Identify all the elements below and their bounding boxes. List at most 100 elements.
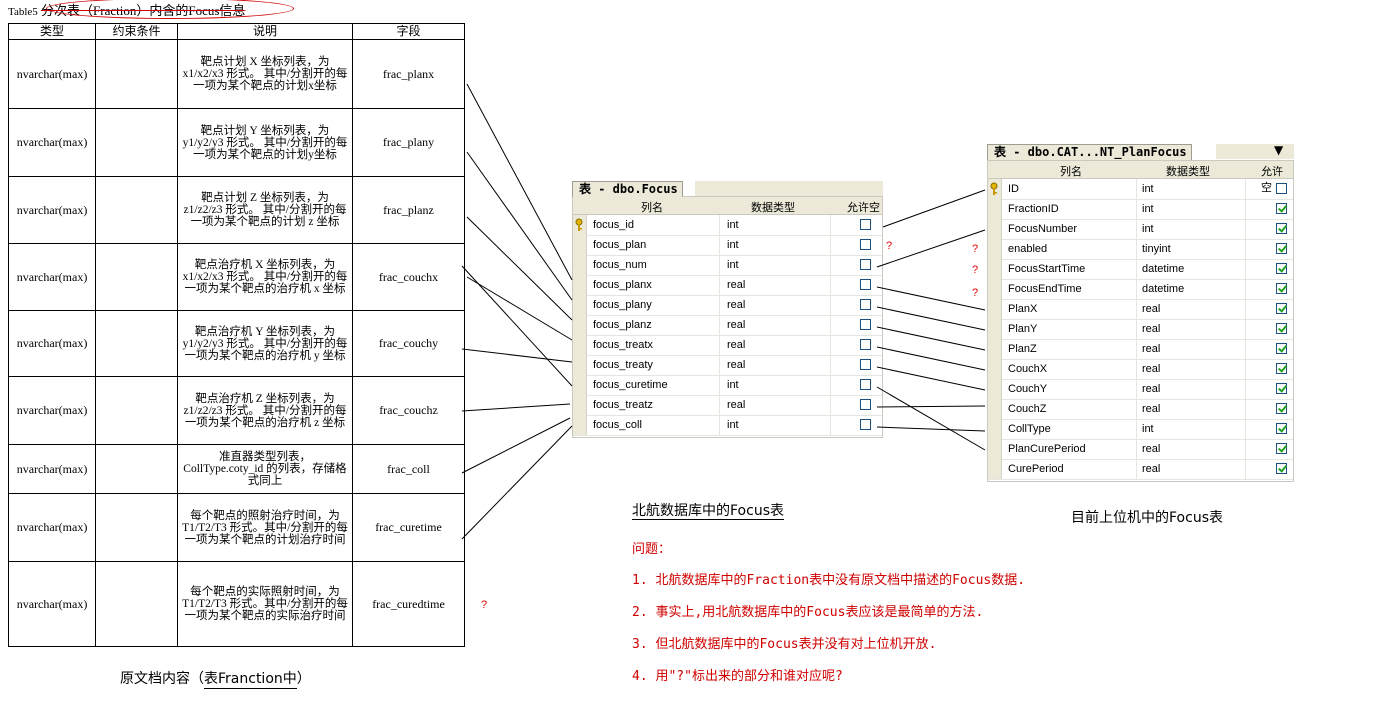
dropdown-arrow-icon[interactable]: ▼	[1274, 143, 1284, 157]
column-name[interactable]: focus_treaty	[593, 359, 653, 371]
column-name[interactable]: CouchZ	[1008, 403, 1047, 415]
column-row[interactable]: focus_coll int	[573, 415, 882, 436]
row-selector[interactable]	[988, 359, 1002, 379]
column-name[interactable]: FocusEndTime	[1008, 283, 1082, 295]
allow-nulls-checkbox[interactable]	[1276, 223, 1287, 234]
column-data-type[interactable]: datetime	[1142, 283, 1185, 295]
column-name[interactable]: FocusStartTime	[1008, 263, 1086, 275]
allow-nulls-checkbox[interactable]	[1276, 343, 1287, 354]
row-selector[interactable]	[988, 279, 1002, 299]
column-data-type[interactable]: real	[1142, 323, 1161, 335]
column-data-type[interactable]: real	[1142, 403, 1161, 415]
column-name[interactable]: focus_treatz	[593, 399, 653, 411]
column-data-type[interactable]: int	[1142, 183, 1154, 195]
row-selector[interactable]	[988, 319, 1002, 339]
allow-nulls-checkbox[interactable]	[1276, 243, 1287, 254]
allow-nulls-checkbox[interactable]	[1276, 363, 1287, 374]
column-row[interactable]: CurePeriod real	[988, 459, 1293, 480]
row-selector[interactable]	[988, 399, 1002, 419]
row-selector[interactable]	[573, 275, 587, 295]
column-data-type[interactable]: real	[1142, 463, 1161, 475]
column-data-type[interactable]: real	[727, 339, 746, 351]
allow-nulls-checkbox[interactable]	[860, 419, 871, 430]
column-name[interactable]: CollType	[1008, 423, 1051, 435]
row-selector[interactable]	[573, 295, 587, 315]
column-row[interactable]: CollType int	[988, 419, 1293, 440]
column-name[interactable]: focus_num	[593, 259, 647, 271]
allow-nulls-checkbox[interactable]	[860, 299, 871, 310]
row-selector[interactable]	[573, 395, 587, 415]
column-data-type[interactable]: real	[727, 399, 746, 411]
column-data-type[interactable]: int	[727, 419, 739, 431]
row-selector[interactable]	[988, 259, 1002, 279]
row-selector[interactable]	[988, 379, 1002, 399]
column-data-type[interactable]: int	[727, 379, 739, 391]
column-data-type[interactable]: real	[727, 279, 746, 291]
column-data-type[interactable]: tinyint	[1142, 243, 1171, 255]
allow-nulls-checkbox[interactable]	[1276, 283, 1287, 294]
allow-nulls-checkbox[interactable]	[1276, 303, 1287, 314]
column-row[interactable]: PlanX real	[988, 299, 1293, 320]
row-selector[interactable]	[573, 335, 587, 355]
column-data-type[interactable]: int	[727, 259, 739, 271]
column-name[interactable]: PlanCurePeriod	[1008, 443, 1086, 455]
allow-nulls-checkbox[interactable]	[860, 319, 871, 330]
column-data-type[interactable]: int	[727, 239, 739, 251]
column-row[interactable]: focus_num int	[573, 255, 882, 276]
row-selector[interactable]	[573, 255, 587, 275]
row-selector[interactable]	[573, 235, 587, 255]
column-data-type[interactable]: datetime	[1142, 263, 1185, 275]
column-data-type[interactable]: real	[727, 319, 746, 331]
allow-nulls-checkbox[interactable]	[1276, 183, 1287, 194]
column-data-type[interactable]: int	[727, 219, 739, 231]
column-row[interactable]: FocusEndTime datetime	[988, 279, 1293, 300]
allow-nulls-checkbox[interactable]	[860, 279, 871, 290]
allow-nulls-checkbox[interactable]	[1276, 403, 1287, 414]
column-name[interactable]: PlanZ	[1008, 343, 1037, 355]
column-data-type[interactable]: int	[1142, 223, 1154, 235]
allow-nulls-checkbox[interactable]	[860, 339, 871, 350]
allow-nulls-checkbox[interactable]	[860, 379, 871, 390]
column-name[interactable]: focus_curetime	[593, 379, 668, 391]
row-selector[interactable]	[988, 459, 1002, 479]
allow-nulls-checkbox[interactable]	[1276, 443, 1287, 454]
column-name[interactable]: focus_planz	[593, 319, 652, 331]
column-data-type[interactable]: real	[1142, 363, 1161, 375]
row-selector[interactable]	[988, 219, 1002, 239]
allow-nulls-checkbox[interactable]	[860, 219, 871, 230]
column-name[interactable]: FocusNumber	[1008, 223, 1078, 235]
column-row[interactable]: focus_treatz real	[573, 395, 882, 416]
row-selector[interactable]	[573, 355, 587, 375]
column-name[interactable]: enabled	[1008, 243, 1048, 255]
column-row[interactable]: focus_planx real	[573, 275, 882, 296]
column-data-type[interactable]: real	[1142, 383, 1161, 395]
column-name[interactable]: PlanY	[1008, 323, 1038, 335]
column-data-type[interactable]: real	[1142, 303, 1161, 315]
column-name[interactable]: focus_coll	[593, 419, 642, 431]
column-row[interactable]: FocusNumber int	[988, 219, 1293, 240]
column-name[interactable]: PlanX	[1008, 303, 1038, 315]
column-data-type[interactable]: int	[1142, 423, 1154, 435]
allow-nulls-checkbox[interactable]	[1276, 203, 1287, 214]
column-name[interactable]: focus_planx	[593, 279, 652, 291]
row-selector[interactable]	[573, 375, 587, 395]
column-name[interactable]: focus_treatx	[593, 339, 653, 351]
column-name[interactable]: CurePeriod	[1008, 463, 1064, 475]
column-data-type[interactable]: real	[727, 299, 746, 311]
allow-nulls-checkbox[interactable]	[1276, 383, 1287, 394]
allow-nulls-checkbox[interactable]	[860, 239, 871, 250]
allow-nulls-checkbox[interactable]	[1276, 323, 1287, 334]
column-name[interactable]: FractionID	[1008, 203, 1059, 215]
allow-nulls-checkbox[interactable]	[860, 359, 871, 370]
column-row[interactable]: focus_planz real	[573, 315, 882, 336]
